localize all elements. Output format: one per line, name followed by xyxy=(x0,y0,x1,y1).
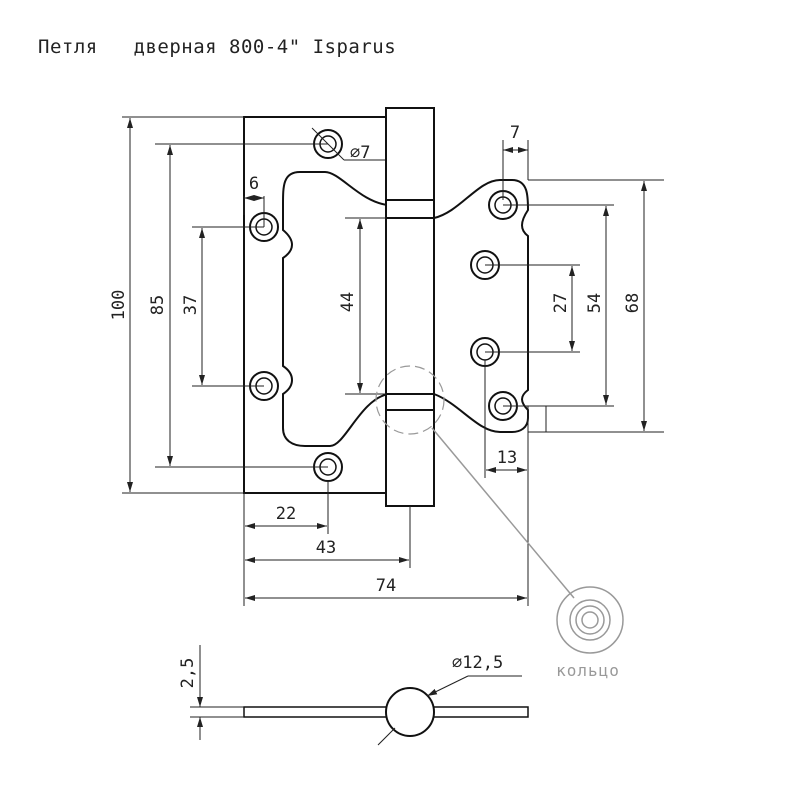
dimension-lines-right xyxy=(484,140,664,478)
dim-43: 43 xyxy=(316,538,336,558)
hinge-side-view xyxy=(190,645,529,746)
dimension-lines-bottom xyxy=(243,478,529,606)
dimension-lines-left xyxy=(122,116,386,494)
dim-13: 13 xyxy=(497,448,517,468)
dim-44: 44 xyxy=(338,292,358,312)
ring-detail-callout xyxy=(375,365,624,654)
ring-icon xyxy=(556,586,624,654)
dim-74: 74 xyxy=(376,576,396,596)
right-leaf xyxy=(433,179,530,433)
drawing-title: Петля дверная 800-4" Isparus xyxy=(38,36,397,58)
hinge-knuckle xyxy=(385,107,435,507)
dim-knuckle-diameter: ∅12,5 xyxy=(452,653,503,673)
dim-27: 27 xyxy=(551,293,571,313)
dim-100: 100 xyxy=(109,290,129,321)
dim-85: 85 xyxy=(148,295,168,315)
dim-37: 37 xyxy=(181,295,201,315)
dim-22: 22 xyxy=(276,504,296,524)
dim-hole-diameter: ∅7 xyxy=(350,143,370,163)
dim-7: 7 xyxy=(510,123,520,143)
dim-54: 54 xyxy=(585,293,605,313)
dim-68: 68 xyxy=(623,293,643,313)
left-leaf xyxy=(243,116,389,494)
dim-6: 6 xyxy=(249,174,259,194)
ring-label: кольцо xyxy=(556,661,620,680)
dim-thickness: 2,5 xyxy=(178,658,198,689)
